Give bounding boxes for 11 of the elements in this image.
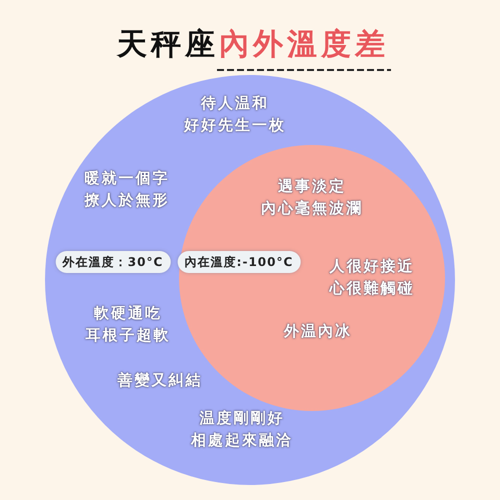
trait-text: 遇事淡定內心毫無波瀾	[261, 176, 363, 219]
trait-text: 善變又糾結	[118, 370, 202, 391]
trait-text: 待人温和好好先生一枚	[184, 93, 286, 136]
trait-text: 暖就一個字撩人於無形	[84, 168, 170, 211]
trait-text: 軟硬通吃耳根子超軟	[86, 303, 170, 346]
trait-text: 温度剛剛好相處起來融洽	[191, 408, 293, 451]
temperature-label: 內在溫度:-100°C	[178, 251, 300, 273]
trait-text: 外温內冰	[284, 321, 352, 342]
trait-text: 人很好接近心很難觸碰	[330, 256, 414, 299]
temperature-label: 外在溫度：30°C	[56, 251, 170, 273]
title: 天秤座內外溫度差	[117, 26, 389, 64]
